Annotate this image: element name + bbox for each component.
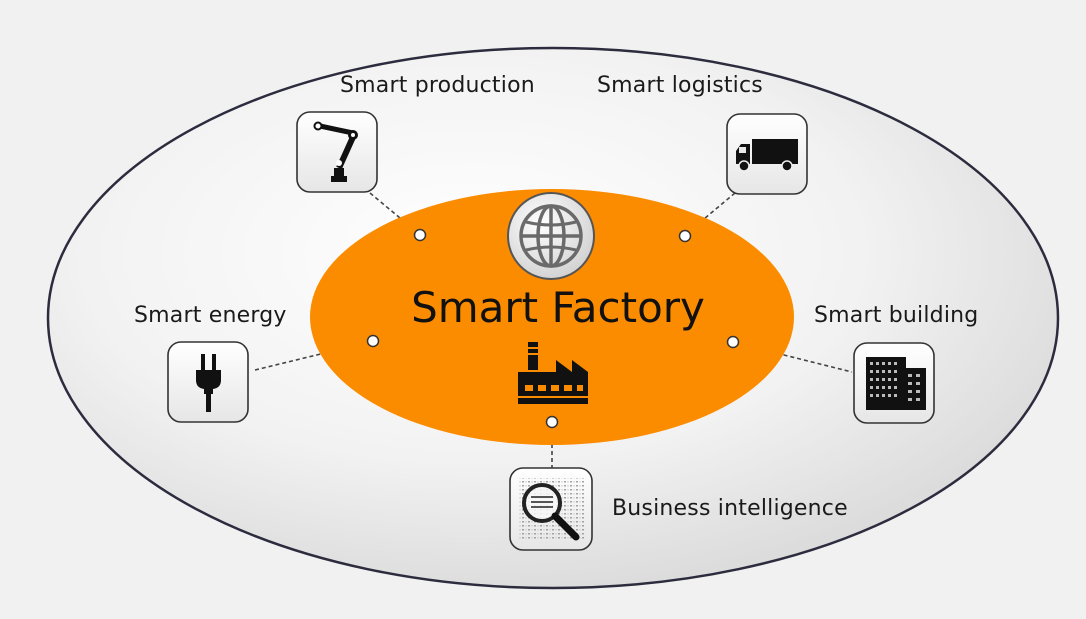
label-smart-building: Smart building [814,303,979,328]
connector-building [735,342,853,373]
power-plug-icon [167,341,249,423]
connector-nodes [366,228,740,429]
truck-icon [726,113,808,195]
label-smart-logistics: Smart logistics [597,73,763,98]
robot-arm-icon [296,111,378,193]
globe-icon [507,192,595,280]
node-building [726,335,740,349]
node-energy [366,334,380,348]
node-logistics [678,229,692,243]
label-business-intelligence: Business intelligence [612,496,848,521]
factory-icon [518,342,588,404]
magnifier-binary-icon [509,467,593,551]
label-smart-production: Smart production [340,73,535,98]
node-production [413,228,427,242]
connector-logistics [685,192,736,235]
node-bi [545,415,559,429]
center-ellipse [310,189,794,445]
diagram-title: Smart Factory [411,283,705,332]
buildings-icon [853,342,935,424]
label-smart-energy: Smart energy [134,303,287,328]
